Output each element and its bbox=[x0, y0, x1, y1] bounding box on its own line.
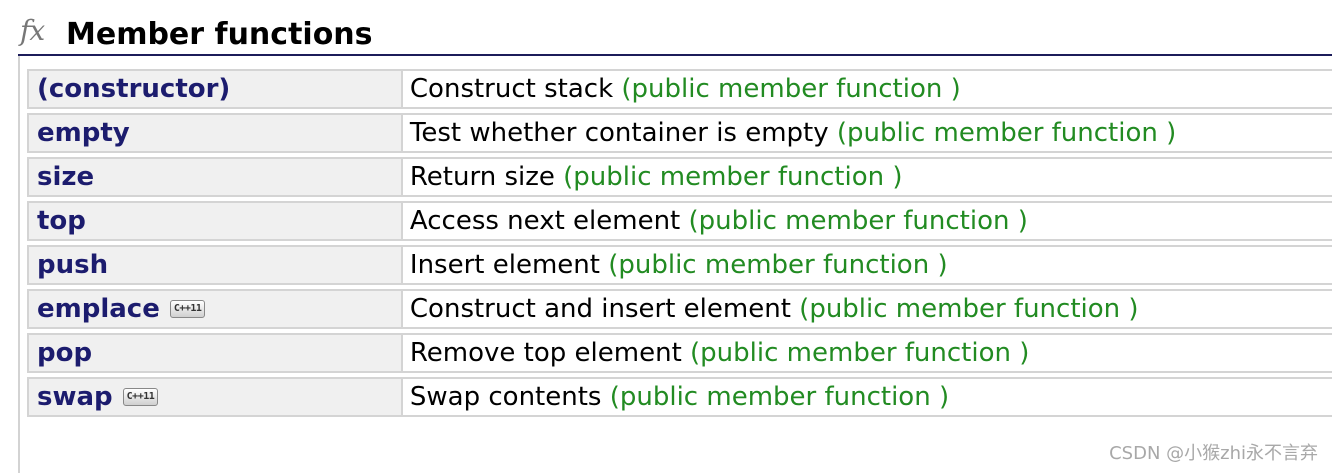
member-functions-table: (constructor) Construct stack (public me… bbox=[27, 65, 1332, 421]
member-type: (public member function ) bbox=[563, 162, 903, 192]
member-description: Construct and insert element bbox=[409, 294, 791, 324]
member-description: Construct stack bbox=[409, 74, 614, 104]
member-description: Access next element bbox=[409, 206, 681, 236]
member-description: Return size bbox=[409, 162, 555, 192]
table-row: top Access next element (public member f… bbox=[27, 201, 1332, 241]
member-name-link[interactable]: (constructor) bbox=[37, 74, 231, 104]
cpp11-badge-icon: C++11 bbox=[122, 388, 159, 406]
member-name-cell[interactable]: (constructor) bbox=[27, 69, 402, 109]
member-type: (public member function ) bbox=[621, 74, 961, 104]
member-name-link[interactable]: emplace bbox=[37, 294, 160, 324]
member-name-cell[interactable]: top bbox=[27, 201, 402, 241]
member-description-cell: Access next element (public member funct… bbox=[401, 201, 1332, 241]
table-row: swap C++11 Swap contents (public member f… bbox=[27, 377, 1332, 417]
table-row: emplace C++11 Construct and insert elemen… bbox=[27, 289, 1332, 329]
member-name-cell[interactable]: push bbox=[27, 245, 402, 285]
watermark-text: CSDN @小猴zhi永不言弃 bbox=[1109, 443, 1318, 464]
member-description: Remove top element bbox=[409, 338, 682, 368]
members-panel: (constructor) Construct stack (public me… bbox=[18, 56, 1332, 473]
member-type: (public member function ) bbox=[608, 250, 948, 280]
member-description-cell: Test whether container is empty (public … bbox=[401, 113, 1332, 153]
member-name-cell[interactable]: swap C++11 bbox=[27, 377, 402, 417]
member-type: (public member function ) bbox=[799, 294, 1139, 324]
member-description: Insert element bbox=[409, 250, 600, 280]
member-description-cell: Insert element (public member function ) bbox=[401, 245, 1332, 285]
member-name-link[interactable]: swap bbox=[37, 382, 113, 412]
member-name-link[interactable]: push bbox=[37, 250, 109, 280]
member-name-link[interactable]: empty bbox=[37, 118, 130, 148]
member-description-cell: Return size (public member function ) bbox=[401, 157, 1332, 197]
member-description: Test whether container is empty bbox=[409, 118, 829, 148]
member-name-cell[interactable]: empty bbox=[27, 113, 402, 153]
member-description-cell: Remove top element (public member functi… bbox=[401, 333, 1332, 373]
member-description-cell: Construct and insert element (public mem… bbox=[401, 289, 1332, 329]
table-row: push Insert element (public member funct… bbox=[27, 245, 1332, 285]
member-name-link[interactable]: top bbox=[37, 206, 86, 236]
member-description-cell: Swap contents (public member function ) bbox=[401, 377, 1332, 417]
fx-function-icon: fx bbox=[20, 14, 45, 47]
member-description: Swap contents bbox=[409, 382, 602, 412]
table-row: empty Test whether container is empty (p… bbox=[27, 113, 1332, 153]
table-row: pop Remove top element (public member fu… bbox=[27, 333, 1332, 373]
member-type: (public member function ) bbox=[836, 118, 1177, 148]
member-name-cell[interactable]: emplace C++11 bbox=[27, 289, 402, 329]
section-title: Member functions bbox=[66, 17, 373, 52]
member-name-cell[interactable]: pop bbox=[27, 333, 402, 373]
member-type: (public member function ) bbox=[609, 382, 950, 412]
member-name-cell[interactable]: size bbox=[27, 157, 402, 197]
table-row: (constructor) Construct stack (public me… bbox=[27, 69, 1332, 109]
member-description-cell: Construct stack (public member function … bbox=[401, 69, 1332, 109]
table-row: size Return size (public member function… bbox=[27, 157, 1332, 197]
member-type: (public member function ) bbox=[688, 206, 1028, 236]
cpp11-badge-icon: C++11 bbox=[169, 300, 206, 318]
section-header: fx Member functions bbox=[18, 14, 1332, 56]
member-type: (public member function ) bbox=[690, 338, 1030, 368]
member-name-link[interactable]: pop bbox=[37, 338, 93, 368]
member-name-link[interactable]: size bbox=[37, 162, 95, 192]
